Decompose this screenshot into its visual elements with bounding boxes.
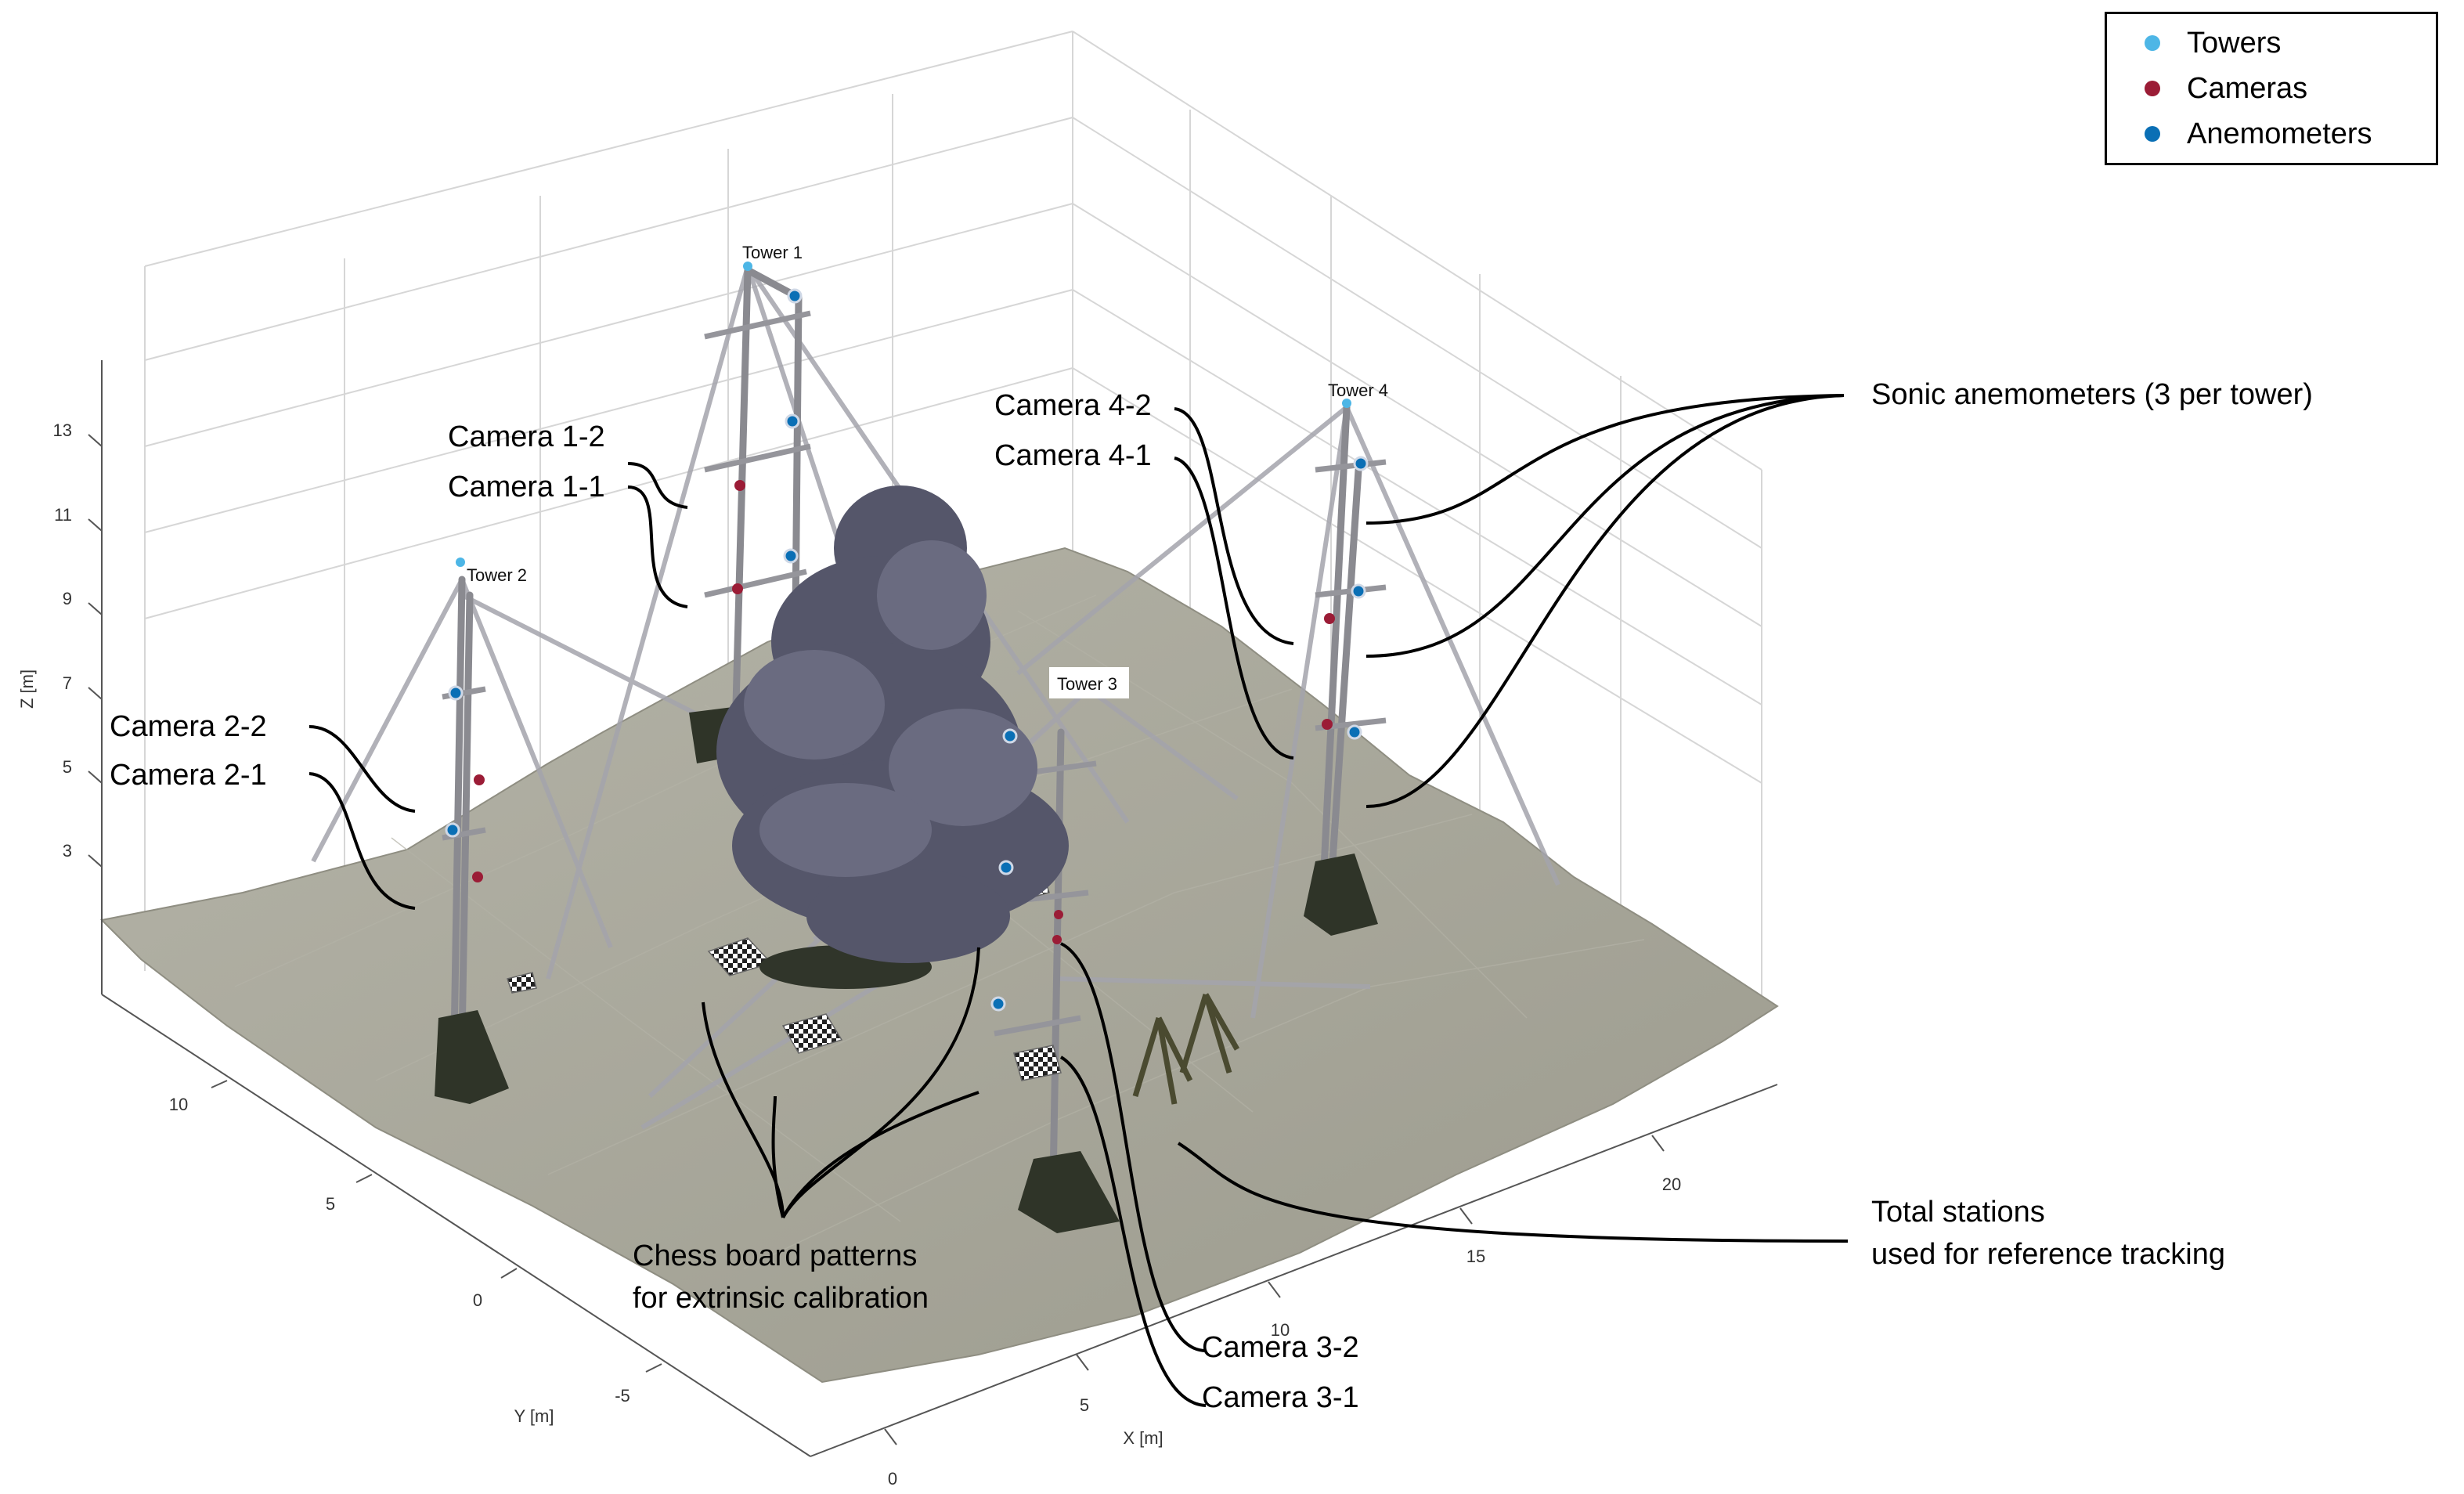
anemometer-marker xyxy=(1347,724,1362,740)
camera-3-2-label: Camera 3-2 xyxy=(1202,1331,1359,1364)
axis-lines xyxy=(101,360,1778,1457)
total-stations-label-1: Total stations xyxy=(1871,1196,2045,1229)
legend-item-cameras: Cameras xyxy=(2145,67,2307,110)
cameras xyxy=(472,480,1335,944)
towers-marker-icon xyxy=(2145,35,2160,51)
x-tick: 20 xyxy=(1662,1175,1681,1194)
chessboard xyxy=(507,972,537,994)
z-tick: 11 xyxy=(54,505,72,525)
z-tick: 9 xyxy=(63,589,72,608)
camera-marker xyxy=(474,774,485,785)
camera-marker xyxy=(732,583,743,594)
anemometers xyxy=(445,288,1369,1012)
tower-labels: Tower 1 Tower 2 Tower 3 Tower 4 xyxy=(467,243,1388,698)
tower-marker xyxy=(456,558,465,567)
anemometers-marker-icon xyxy=(2145,126,2160,142)
legend-item-anemometers: Anemometers xyxy=(2145,113,2372,155)
tower-1-label: Tower 1 xyxy=(742,243,803,262)
tower-3-label: Tower 3 xyxy=(1057,674,1117,694)
chessboard xyxy=(1013,1045,1062,1081)
camera-4-2-label: Camera 4-2 xyxy=(994,389,1152,422)
tower-marker xyxy=(743,262,752,271)
anemometer-marker xyxy=(785,413,800,429)
chessboard xyxy=(781,1013,843,1054)
camera-marker xyxy=(1054,910,1063,919)
x-tick: 15 xyxy=(1466,1247,1485,1266)
camera-1-1-label: Camera 1-1 xyxy=(448,471,605,503)
tower-marker xyxy=(1342,399,1351,408)
anemometer-marker xyxy=(990,996,1006,1012)
total-stations-label-2: used for reference tracking xyxy=(1871,1238,2225,1271)
chessboard-label-2: for extrinsic calibration xyxy=(633,1282,929,1315)
y-tick: 5 xyxy=(326,1194,335,1214)
cameras-marker-icon xyxy=(2145,81,2160,96)
legend-label: Anemometers xyxy=(2187,117,2372,150)
anemometer-marker xyxy=(1002,728,1018,744)
tree xyxy=(716,485,1069,989)
z-tick: 7 xyxy=(63,673,72,693)
camera-1-2-label: Camera 1-2 xyxy=(448,420,605,453)
anemometer-marker xyxy=(1353,456,1369,471)
z-tick: 13 xyxy=(53,420,72,440)
camera-marker xyxy=(472,872,483,882)
x-tick: 10 xyxy=(1271,1320,1290,1340)
y-axis-label: Y [m] xyxy=(514,1406,554,1426)
leader-lines xyxy=(308,394,1849,1407)
z-axis: 13 11 9 7 5 3 Z [m] xyxy=(17,420,72,861)
camera-4-1-label: Camera 4-1 xyxy=(994,439,1152,472)
annotations: Camera 1-2 Camera 1-1 Camera 2-2 Camera … xyxy=(110,378,2313,1414)
tower-2-label: Tower 2 xyxy=(467,565,527,585)
camera-2-2-label: Camera 2-2 xyxy=(110,710,267,743)
y-tick: 0 xyxy=(473,1290,482,1310)
tower-4-label: Tower 4 xyxy=(1328,381,1388,400)
z-tick: 3 xyxy=(63,841,72,861)
total-stations xyxy=(1132,993,1240,1105)
legend-label: Cameras xyxy=(2187,71,2308,105)
anemometer-marker xyxy=(787,288,803,304)
camera-2-1-label: Camera 2-1 xyxy=(110,759,267,792)
anemometer-marker xyxy=(998,860,1014,875)
camera-3-1-label: Camera 3-1 xyxy=(1202,1381,1359,1414)
camera-marker xyxy=(734,480,745,491)
x-axis: 0 5 10 15 20 X [m] xyxy=(888,1175,1681,1489)
legend: Towers Cameras Anemometers xyxy=(2105,12,2438,165)
camera-marker xyxy=(1052,935,1062,944)
legend-label: Towers xyxy=(2187,26,2282,60)
anemometer-marker xyxy=(783,548,799,564)
y-tick: -5 xyxy=(615,1386,630,1406)
y-tick: 10 xyxy=(169,1095,188,1114)
anemometer-marker xyxy=(1351,583,1366,599)
axis-ticks xyxy=(88,434,1665,1445)
anemometer-marker xyxy=(448,685,464,701)
axis-grid xyxy=(144,31,1762,1026)
z-tick: 5 xyxy=(63,757,72,777)
camera-marker xyxy=(1322,719,1333,730)
x-tick: 0 xyxy=(888,1469,897,1489)
z-axis-label: Z [m] xyxy=(17,669,37,709)
x-tick: 5 xyxy=(1080,1395,1089,1415)
anemometer-marker xyxy=(445,822,460,838)
y-axis: 10 5 0 -5 Y [m] xyxy=(169,1095,630,1426)
chessboard-label-1: Chess board patterns xyxy=(633,1240,917,1272)
sonic-anemometers-label: Sonic anemometers (3 per tower) xyxy=(1871,378,2313,411)
x-axis-label: X [m] xyxy=(1123,1428,1163,1448)
terrain-surface xyxy=(99,547,1779,1384)
tower-3-label-box xyxy=(1049,667,1129,698)
legend-item-towers: Towers xyxy=(2145,22,2281,64)
camera-marker xyxy=(1324,613,1335,624)
